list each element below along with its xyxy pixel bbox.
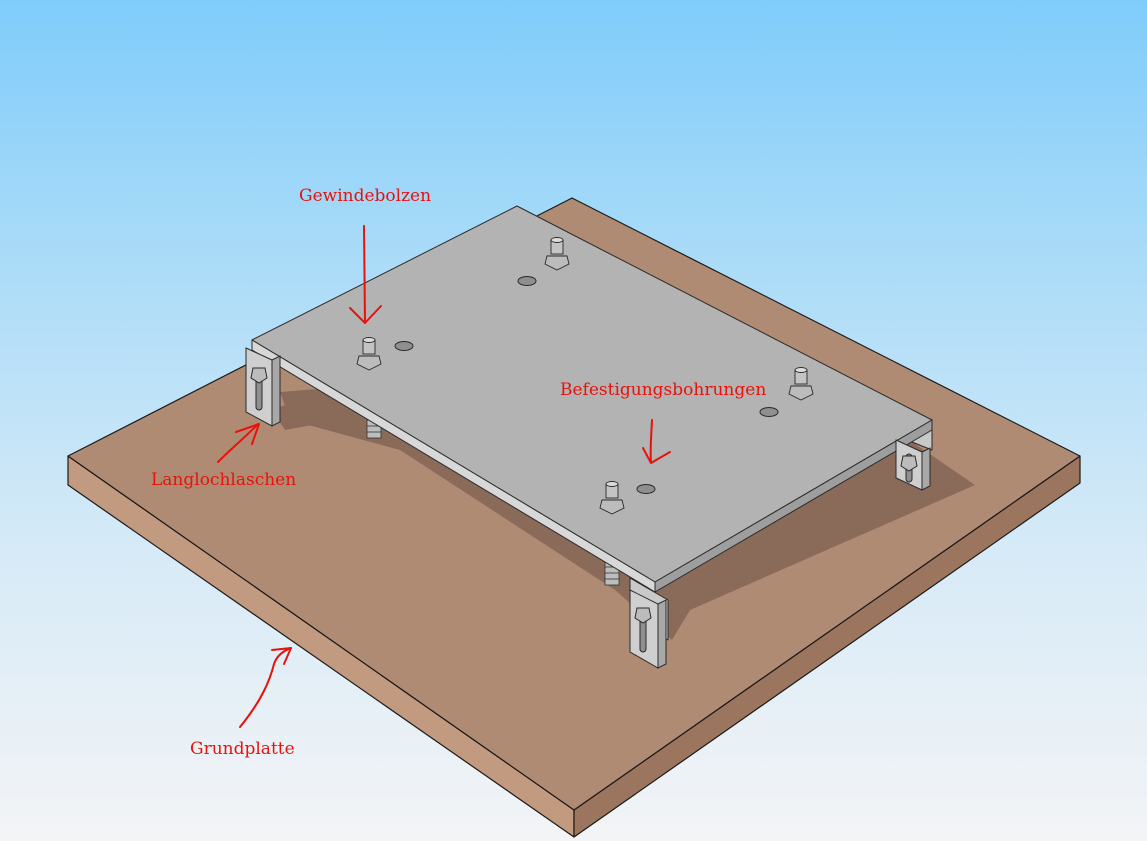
red-arrow-icon [239, 647, 292, 728]
mounting-plate [251, 205, 933, 641]
bracket-shadow-left [272, 388, 340, 430]
red-arrow-icon [642, 419, 671, 464]
slotted-bracket-right [895, 439, 931, 491]
label-befestigungsbohrungen: Befestigungsbohrungen [560, 380, 767, 400]
slotted-bracket-front [629, 589, 667, 669]
bolt-right [788, 367, 814, 401]
annotation-arrows [217, 225, 671, 728]
mounting-holes [394, 276, 779, 494]
mounting-hole-4 [636, 484, 656, 494]
red-arrow-icon [217, 423, 260, 463]
red-arrow-icon [349, 225, 382, 324]
label-gewindebolzen: Gewindebolzen [299, 186, 432, 206]
bolt-front [599, 481, 625, 515]
mounting-hole-1 [517, 276, 537, 286]
bolt-left [356, 337, 382, 371]
mounting-hole-3 [759, 407, 779, 417]
slotted-bracket-left [245, 347, 281, 427]
bolt-back [544, 237, 570, 271]
mounting-hole-2 [394, 341, 414, 351]
plate-right-edge [654, 419, 933, 593]
threaded-bolts [356, 237, 814, 515]
label-langlochlaschen: Langlochlaschen [151, 470, 297, 490]
label-grundplatte: Grundplatte [190, 739, 295, 759]
slotted-brackets [245, 347, 931, 669]
